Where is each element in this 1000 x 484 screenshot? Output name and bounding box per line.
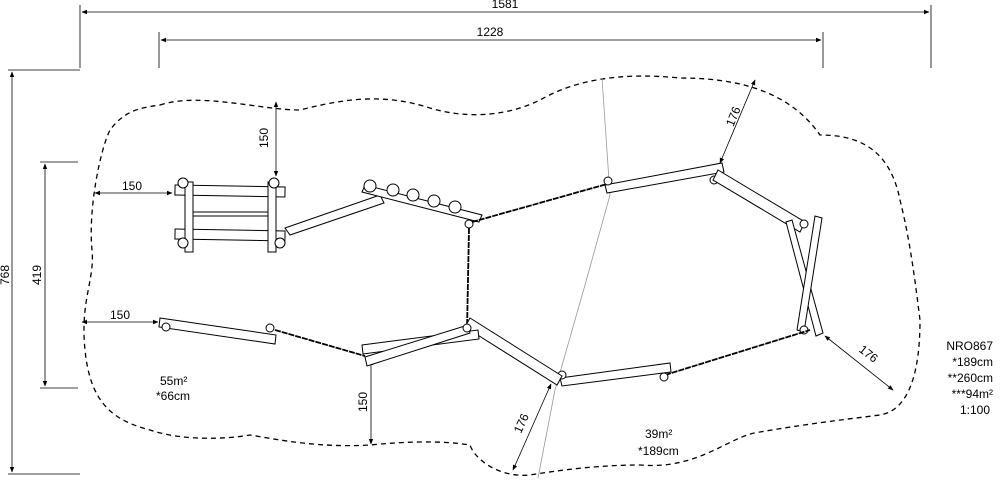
dimension-inner-width: 1228	[158, 25, 824, 68]
dimension-left-gap-lower: 150	[81, 308, 159, 325]
right-zone-area: 39m²	[645, 427, 672, 441]
dimension-label-left-gap-upper: 150	[122, 179, 142, 193]
left-zone-area: 55m²	[160, 374, 187, 388]
dimension-label-total-height: 768	[0, 265, 12, 285]
dimension-top-right-diagonal: 176	[719, 79, 756, 164]
dimension-bottom-diagonal: 176	[511, 383, 552, 471]
scale-label: 1:100	[960, 403, 990, 417]
dimension-label-inner-height: 419	[30, 265, 44, 285]
product-code: NRO867	[946, 339, 993, 353]
dimension-top-gap: 150	[257, 101, 279, 177]
diagonal-log-middle-lower	[464, 317, 563, 386]
diagonal-log-right-upper	[712, 169, 806, 233]
dimension-label-bottom-diagonal: 176	[511, 411, 532, 435]
dimension-inner-height: 419	[30, 161, 78, 389]
dimension-label-inner-width: 1228	[477, 25, 504, 39]
right-zone-height: *189cm	[638, 444, 679, 458]
dimension-label-left-gap-lower: 150	[110, 308, 130, 322]
bottom-right-log	[557, 362, 672, 387]
balance-beam-upper-left	[284, 194, 385, 236]
dimension-total-height: 768	[0, 69, 80, 475]
dimension-bottom-gap: 150	[356, 359, 374, 445]
dimension-label-right-diagonal: 176	[856, 342, 881, 366]
dimension-label-top-right-diagonal: 176	[723, 104, 744, 128]
left-zone-height: *66cm	[156, 389, 190, 403]
dimension-label-total-width: 1581	[492, 0, 519, 11]
top-middle-log	[361, 179, 483, 229]
dimension-label-bottom-gap: 150	[356, 392, 370, 412]
dimension-right-diagonal: 176	[824, 335, 894, 391]
left-frame-structure	[174, 177, 286, 253]
chain-bridge-top	[471, 183, 608, 223]
spec-line-3: ***94m²	[952, 387, 993, 401]
chain-bridge-lower-left	[274, 329, 366, 357]
dimension-label-top-gap: 150	[257, 128, 271, 148]
dimension-total-width: 1581	[79, 0, 932, 68]
chain-bridge-bottom-right	[664, 329, 811, 376]
crossed-logs-center	[361, 323, 480, 367]
top-right-log	[603, 162, 725, 194]
safety-zone-outline	[83, 75, 921, 476]
spec-line-2: **260cm	[948, 371, 993, 385]
spec-line-1: *189cm	[952, 355, 993, 369]
zone-division-line	[537, 77, 611, 479]
dimension-left-gap-upper: 150	[94, 179, 173, 196]
chain-bridge-vertical	[466, 227, 470, 331]
right-x-frame	[785, 215, 824, 337]
lower-left-log	[158, 317, 277, 345]
